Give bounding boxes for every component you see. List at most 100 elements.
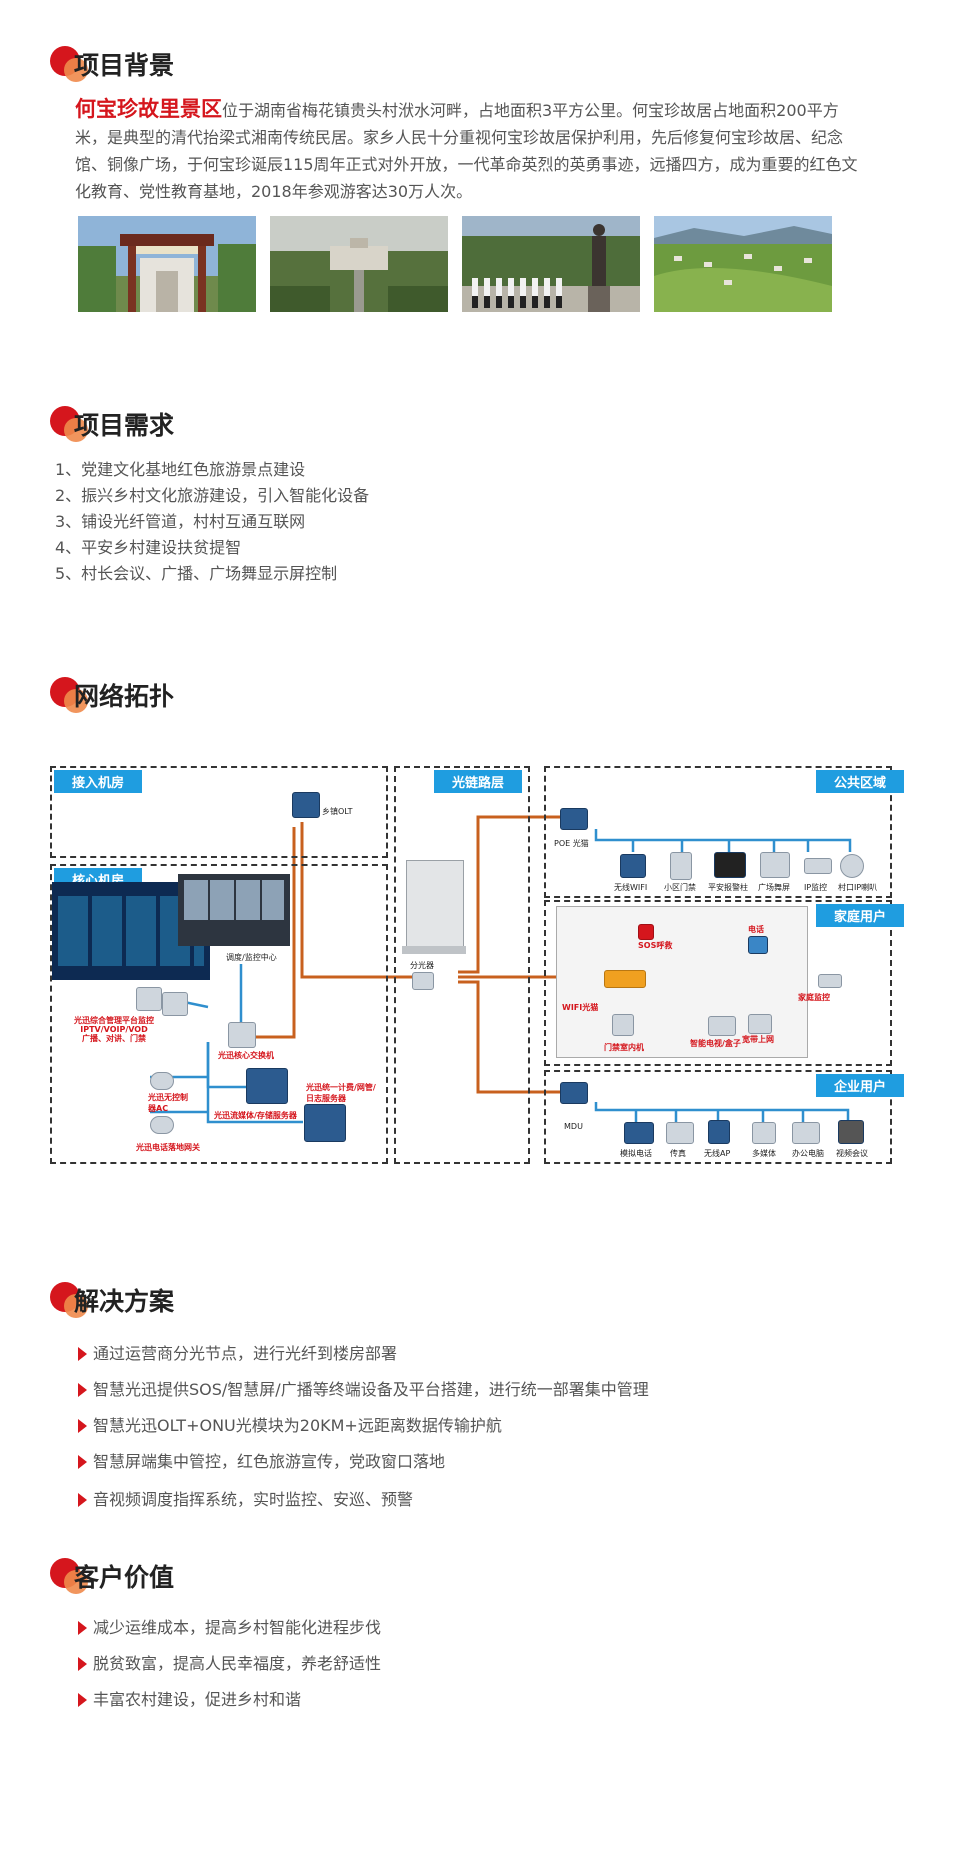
billing-label: 光迅统一计费/网管/日志服务器	[306, 1083, 376, 1103]
ac-device-icon	[150, 1072, 174, 1090]
door-label: 小区门禁	[664, 883, 696, 892]
zone-tag-home-user: 家庭用户	[816, 904, 905, 927]
wireless-ap-icon	[708, 1120, 730, 1144]
value-item-text: 脱贫致富，提高人民幸福度，养老舒适性	[93, 1654, 382, 1673]
network-topology-diagram: 接入机房 核心机房 光链路层 公共区域 家庭用户 企业用户 乡镇OLT 调度/监…	[48, 752, 905, 1164]
platform-label: 光迅综合管理平台监控 IPTV/VOIP/VOD 广播、对讲、门禁	[74, 1016, 154, 1043]
solution-item-text: 智慧屏端集中管控，红色旅游宣传，党政窗口落地	[93, 1452, 446, 1471]
solution-item: 智慧光迅提供SOS/智慧屏/广播等终端设备及平台搭建，进行统一部署集中管理	[78, 1376, 649, 1400]
analog-phone-icon	[624, 1122, 654, 1144]
zone-tag-public-area: 公共区域	[816, 770, 905, 793]
solution-item: 通过运营商分光节点，进行光纤到楼房部署	[78, 1340, 397, 1364]
fiber-cabinet-base	[402, 946, 466, 954]
billing-server-icon	[304, 1104, 346, 1142]
background-text: 位于湖南省梅花镇贵头村洑水河畔，占地面积3平方公里。何宝珍故居占地面积200平方…	[75, 101, 858, 201]
value-item-text: 丰富农村建设，促进乡村和谐	[93, 1690, 302, 1709]
bullet-triangle-icon	[78, 1493, 87, 1507]
zone-tag-fiber-layer: 光链路层	[434, 770, 523, 793]
wifi-onu-label: WIFI光猫	[562, 1003, 599, 1012]
ip-camera-icon	[804, 858, 832, 874]
value-item-text: 减少运维成本，提高乡村智能化进程步伐	[93, 1618, 382, 1637]
section-dot-accent-icon	[64, 1570, 88, 1594]
bullet-triangle-icon	[78, 1347, 87, 1361]
broadband-label: 宽带上网	[742, 1035, 774, 1044]
video-conf-label: 视频会议	[836, 1149, 868, 1158]
mdu-label: MDU	[564, 1122, 583, 1131]
solution-item-text: 通过运营商分光节点，进行光纤到楼房部署	[93, 1344, 398, 1363]
photo-bronze-statue	[462, 216, 640, 312]
value-item: 脱贫致富，提高人民幸福度，养老舒适性	[78, 1650, 381, 1674]
wifi-label: 无线WIFI	[614, 883, 648, 892]
intercom-label: 门禁室内机	[604, 1043, 644, 1052]
phone-label: 电话	[748, 925, 764, 934]
office-pc-label: 办公电脑	[792, 1149, 824, 1158]
ac-label: 光迅无控制器AC	[148, 1093, 188, 1113]
gateway-device-icon	[150, 1116, 174, 1134]
bullet-triangle-icon	[78, 1455, 87, 1469]
zone-home-user	[544, 900, 892, 1066]
bullet-triangle-icon	[78, 1693, 87, 1707]
splitter-icon	[412, 972, 434, 990]
core-switch-icon	[228, 1022, 256, 1048]
solution-item: 智慧光迅OLT+ONU光模块为20KM+远距离数据传输护航	[78, 1412, 502, 1436]
section-title: 项目需求	[74, 411, 175, 440]
poe-label: POE 光猫	[554, 839, 589, 848]
solution-item-text: 智慧光迅OLT+ONU光模块为20KM+远距离数据传输护航	[93, 1416, 502, 1435]
background-paragraph: 何宝珍故里景区位于湖南省梅花镇贵头村洑水河畔，占地面积3平方公里。何宝珍故居占地…	[75, 96, 870, 205]
fax-label: 传真	[670, 1149, 686, 1158]
phone-device-icon	[748, 936, 768, 954]
bullet-triangle-icon	[78, 1621, 87, 1635]
analog-phone-label: 模拟电话	[620, 1149, 652, 1158]
list-item: 5、村长会议、广播、广场舞显示屏控制	[55, 564, 338, 583]
list-item: 3、铺设光纤管道，村村互通互联网	[55, 512, 306, 531]
security-label: 平安报警柱	[708, 883, 748, 892]
solution-item: 智慧屏端集中管控，红色旅游宣传，党政窗口落地	[78, 1448, 445, 1472]
value-item: 减少运维成本，提高乡村智能化进程步伐	[78, 1614, 381, 1638]
zone-tag-enterprise-user: 企业用户	[816, 1074, 905, 1097]
platform-device-icon	[136, 987, 162, 1011]
zone-enterprise-user	[544, 1070, 892, 1164]
bullet-triangle-icon	[78, 1383, 87, 1397]
media-label: 多媒体	[752, 1149, 776, 1158]
wifi-onu-icon	[604, 970, 646, 988]
dispatch-label: 调度/监控中心	[226, 953, 277, 962]
section-dot-accent-icon	[64, 418, 88, 442]
speaker-label: 村口IP喇叭	[838, 883, 878, 892]
zone-core-room	[50, 864, 388, 1164]
ip-cam-label: IP监控	[804, 883, 828, 892]
speaker-icon	[840, 854, 864, 878]
zone-fiber-layer	[394, 766, 530, 1164]
zone-public-area	[544, 766, 892, 898]
list-item: 4、平安乡村建设扶贫提智	[55, 538, 242, 557]
bullet-triangle-icon	[78, 1419, 87, 1433]
dance-screen-icon	[760, 852, 790, 878]
zone-access-room	[50, 766, 388, 858]
solution-item-text: 音视频调度指挥系统，实时监控、安巡、预警	[93, 1490, 414, 1509]
olt-device-icon	[292, 792, 320, 818]
section-title: 项目背景	[74, 51, 175, 80]
home-camera-icon	[818, 974, 842, 988]
section-dot-accent-icon	[64, 58, 88, 82]
bullet-triangle-icon	[78, 1657, 87, 1671]
section-title: 客户价值	[74, 1563, 175, 1592]
value-item: 丰富农村建设，促进乡村和谐	[78, 1686, 301, 1710]
fax-icon	[666, 1122, 694, 1144]
sos-button-icon	[638, 924, 654, 940]
background-highlight: 何宝珍故里景区	[75, 97, 222, 121]
section-dot-accent-icon	[64, 1294, 88, 1318]
intercom-icon	[612, 1014, 634, 1036]
storage-server-icon	[246, 1068, 288, 1104]
sos-label: SOS呼救	[638, 941, 673, 950]
core-switch-label: 光迅核心交换机	[218, 1051, 274, 1060]
list-item: 1、党建文化基地红色旅游景点建设	[55, 460, 306, 479]
mdu-device-icon	[560, 1082, 588, 1104]
zone-tag-access-room: 接入机房	[54, 770, 143, 793]
fiber-cabinet-icon	[406, 860, 464, 948]
video-conf-icon	[838, 1120, 864, 1144]
dance-label: 广场舞屏	[758, 883, 790, 892]
photo-memorial-gate	[78, 216, 256, 312]
door-access-icon	[670, 852, 692, 880]
smart-tv-icon	[708, 1016, 736, 1036]
photo-memorial-hall	[270, 216, 448, 312]
section-dot-accent-icon	[64, 689, 88, 713]
